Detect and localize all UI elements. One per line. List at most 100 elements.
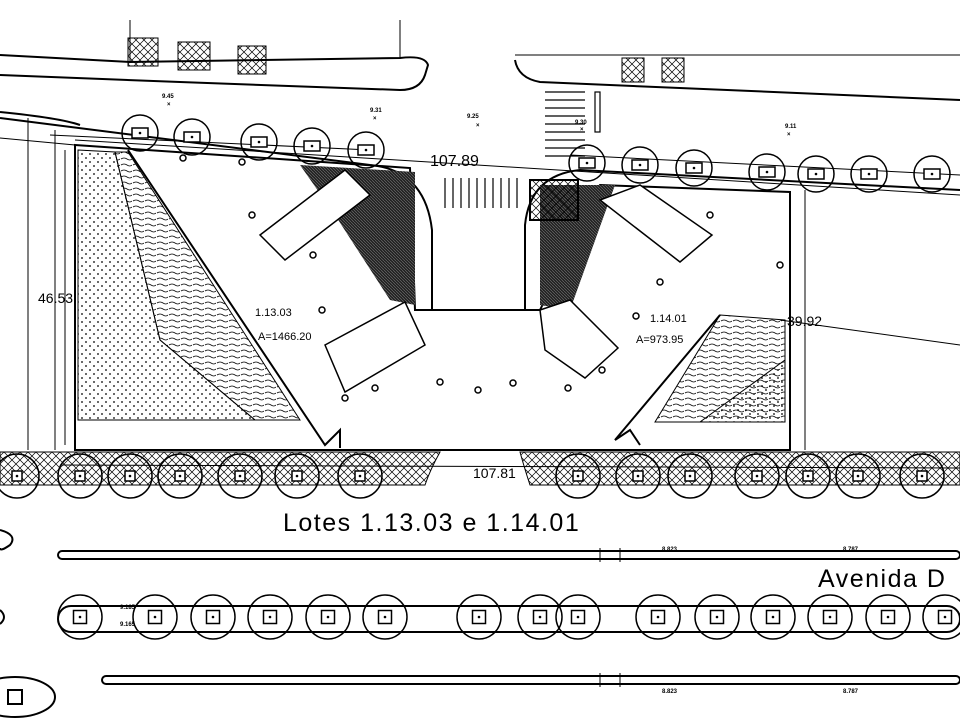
bollard-icon: [238, 158, 246, 166]
tree-trunk: [78, 615, 82, 619]
tree-symbol: [621, 146, 659, 184]
tree-trunk: [364, 148, 368, 152]
elevation-marks: 9.45× 9.31× 9.25× 9.30× 9.11× 8.823 8.78…: [120, 94, 859, 695]
bollard-icon: [318, 306, 326, 314]
upper-street: [0, 20, 960, 126]
tree-trunk: [585, 161, 589, 165]
svg-text:×: ×: [373, 116, 377, 122]
tree-symbol: [0, 453, 40, 499]
tree-symbol: [456, 594, 502, 640]
building-blocks-top: [127, 37, 685, 83]
tree-symbol: [797, 155, 835, 193]
tree-symbol: [305, 594, 351, 640]
tree-symbol: [555, 594, 601, 640]
tree-trunk: [765, 170, 769, 174]
tree-trunk: [211, 615, 215, 619]
lot-id-1-14-01: 1.14.01: [650, 313, 687, 325]
svg-text:9.11: 9.11: [785, 124, 797, 130]
tree-symbol: [173, 118, 211, 156]
tree-symbol: [835, 453, 881, 499]
tree-symbol: [807, 594, 853, 640]
bollards: [179, 154, 784, 402]
svg-text:8.823: 8.823: [662, 547, 678, 553]
svg-text:9.185: 9.185: [120, 605, 136, 611]
tree-trunk: [268, 615, 272, 619]
tree-symbol: [57, 453, 103, 499]
tree-trunk: [656, 615, 660, 619]
bollard-icon: [509, 379, 517, 387]
tree-symbol: [750, 594, 796, 640]
tree-symbol: [899, 453, 945, 499]
tree-trunk: [814, 172, 818, 176]
tree-trunk: [828, 615, 832, 619]
tree-symbol: [615, 453, 661, 499]
svg-text:9.25: 9.25: [467, 114, 479, 120]
tree-symbol: [247, 594, 293, 640]
lot-area-1-14-01: A=973.95: [636, 334, 683, 346]
tree-symbol: [865, 594, 911, 640]
bollard-icon: [776, 261, 784, 269]
tree-symbol: [667, 453, 713, 499]
bollard-icon: [248, 211, 256, 219]
tree-symbol: [748, 153, 786, 191]
bollard-icon: [371, 384, 379, 392]
tree-symbol: [274, 453, 320, 499]
tree-symbol: [293, 127, 331, 165]
street-label: Avenida D: [818, 565, 946, 593]
tree-symbol: [913, 155, 951, 193]
tree-trunk: [153, 615, 157, 619]
tree-trunk: [688, 474, 692, 478]
tree-trunk: [715, 615, 719, 619]
tree-symbol: [517, 594, 563, 640]
tree-symbol: [121, 114, 159, 152]
kiosk: [529, 179, 579, 221]
lot-1-13-03-wavy-area: [114, 151, 301, 421]
tree-trunk: [576, 474, 580, 478]
tree-trunk: [383, 615, 387, 619]
tree-symbol: [57, 594, 103, 640]
crosswalk: [444, 91, 601, 208]
tree-trunk: [178, 474, 182, 478]
lot-1-13-03-edge: [127, 149, 341, 448]
tree-trunk: [755, 474, 759, 478]
tree-trunk: [806, 474, 810, 478]
svg-text:8.787: 8.787: [843, 689, 859, 695]
tree-symbol: [337, 453, 383, 499]
lot-1-14-01-edge: [614, 314, 721, 446]
svg-text:×: ×: [580, 127, 584, 133]
svg-text:8.823: 8.823: [662, 689, 678, 695]
tree-symbol: [107, 453, 153, 499]
bollard-icon: [598, 366, 606, 374]
tree-trunk: [576, 615, 580, 619]
tree-symbol: [555, 453, 601, 499]
dimension-left: 46.53: [38, 290, 73, 306]
bollard-icon: [564, 384, 572, 392]
tree-symbol: [568, 144, 606, 182]
bollard-icon: [706, 211, 714, 219]
tree-symbol: [675, 149, 713, 187]
bollard-icon: [474, 386, 482, 394]
lot-1-14-01-dots: [698, 359, 786, 423]
dimension-top: 107.89: [430, 153, 479, 170]
bollard-icon: [179, 154, 187, 162]
tree-trunk: [771, 615, 775, 619]
svg-text:9.31: 9.31: [370, 108, 382, 114]
tree-markers: [0, 114, 960, 640]
tree-trunk: [358, 474, 362, 478]
bollard-icon: [436, 378, 444, 386]
lot-area-1-13-03: A=1466.20: [258, 331, 312, 343]
tree-trunk: [867, 172, 871, 176]
tree-symbol: [217, 453, 263, 499]
bollard-icon: [309, 251, 317, 259]
svg-text:×: ×: [476, 123, 480, 129]
lot-id-1-13-03: 1.13.03: [255, 307, 292, 319]
tree-symbol: [157, 453, 203, 499]
svg-text:8.787: 8.787: [843, 547, 859, 553]
svg-text:×: ×: [787, 132, 791, 138]
tree-trunk: [538, 615, 542, 619]
tree-trunk: [190, 135, 194, 139]
tree-trunk: [257, 140, 261, 144]
tree-trunk: [128, 474, 132, 478]
tree-trunk: [856, 474, 860, 478]
